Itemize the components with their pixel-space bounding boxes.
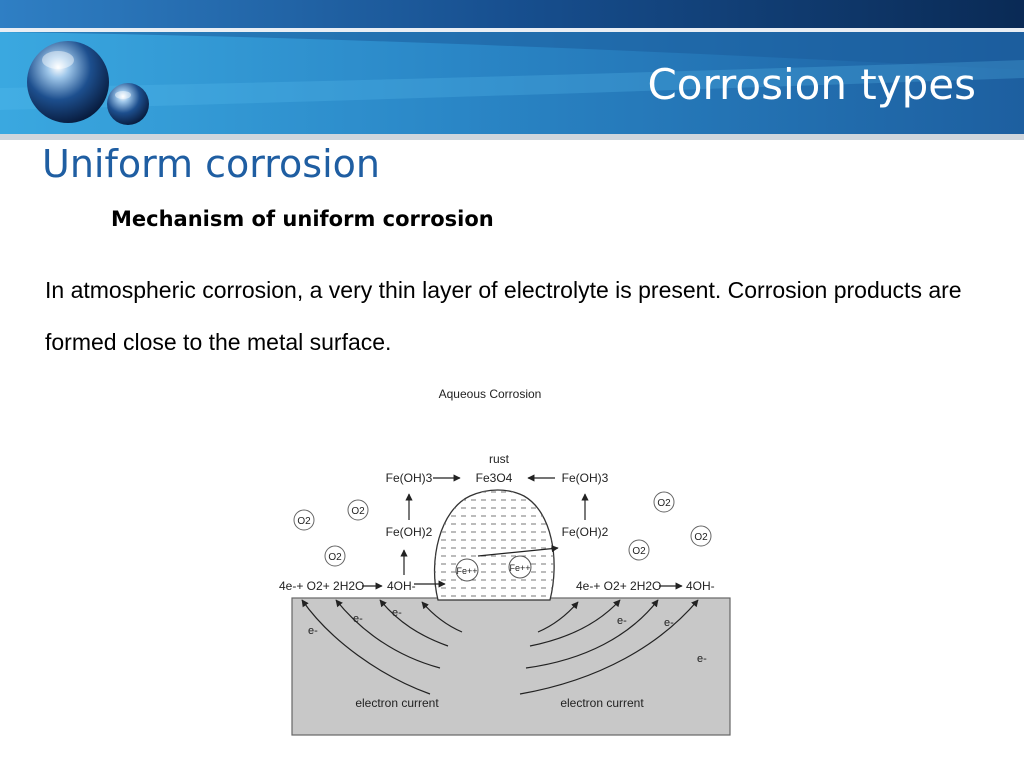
electron-current-arrow bbox=[421, 601, 463, 633]
svg-text:O2: O2 bbox=[328, 552, 342, 563]
fe-ion-left bbox=[455, 558, 479, 582]
fe-ion-label-left: Fe++ bbox=[456, 566, 477, 576]
body-paragraph: In atmospheric corrosion, a very thin la… bbox=[45, 277, 962, 355]
rust-label: rust bbox=[489, 452, 510, 466]
svg-text:O2: O2 bbox=[694, 532, 708, 543]
reaction-right: 4e-+ O2+ 2H2O bbox=[576, 579, 661, 593]
electron-current-arrow bbox=[301, 599, 431, 695]
electron-label: e- bbox=[697, 653, 707, 665]
header-banner bbox=[0, 0, 1024, 140]
fe-ion-label-right: Fe++ bbox=[509, 563, 530, 573]
electron-current-arrow bbox=[525, 599, 659, 669]
svg-text:O2: O2 bbox=[632, 546, 646, 557]
product-right: 4OH- bbox=[686, 579, 715, 593]
feoh2-left-label: Fe(OH)2 bbox=[386, 525, 433, 539]
metal-block bbox=[291, 597, 731, 736]
electron-current-arrow bbox=[529, 599, 621, 647]
electron-current-arrow bbox=[537, 601, 579, 633]
svg-text:O2: O2 bbox=[657, 498, 671, 509]
product-left: 4OH- bbox=[387, 579, 416, 593]
reaction-left: 4e-+ O2+ 2H2O bbox=[279, 579, 364, 593]
electron-current-label-right: electron current bbox=[560, 696, 644, 710]
oxygen-molecule: O2 bbox=[628, 539, 650, 561]
fe3o4-label: Fe3O4 bbox=[476, 471, 513, 485]
svg-text:O2: O2 bbox=[297, 516, 311, 527]
oxygen-molecule: O2 bbox=[690, 525, 712, 547]
electron-label: e- bbox=[392, 607, 402, 619]
mechanism-subheading: Mechanism of uniform corrosion bbox=[111, 207, 494, 231]
slide-title: Corrosion types bbox=[647, 60, 976, 109]
feoh2-right-label: Fe(OH)2 bbox=[562, 525, 609, 539]
fe-ion-right bbox=[508, 555, 532, 579]
electron-current-arrow bbox=[519, 599, 699, 695]
oxygen-molecule: O2 bbox=[653, 491, 675, 513]
electron-label: e- bbox=[308, 625, 318, 637]
electron-current-label-left: electron current bbox=[355, 696, 439, 710]
aqueous-corrosion-diagram: Aqueous Corrosion Fe++ Fe++ rust Fe3O4 F… bbox=[279, 387, 731, 736]
feoh3-left-label: Fe(OH)3 bbox=[386, 471, 433, 485]
diagram-title: Aqueous Corrosion bbox=[439, 387, 542, 401]
electron-label: e- bbox=[353, 613, 363, 625]
electron-current-arrow bbox=[379, 599, 449, 647]
electron-label: e- bbox=[664, 617, 674, 629]
svg-text:O2: O2 bbox=[351, 506, 365, 517]
feoh3-right-label: Fe(OH)3 bbox=[562, 471, 609, 485]
logo-spheres bbox=[27, 41, 149, 125]
oxygen-molecule: O2 bbox=[347, 499, 369, 521]
electron-current-arrow bbox=[335, 599, 441, 669]
section-heading: Uniform corrosion bbox=[42, 142, 380, 186]
oxygen-molecule: O2 bbox=[293, 509, 315, 531]
oxygen-molecule: O2 bbox=[324, 545, 346, 567]
electron-label: e- bbox=[617, 615, 627, 627]
